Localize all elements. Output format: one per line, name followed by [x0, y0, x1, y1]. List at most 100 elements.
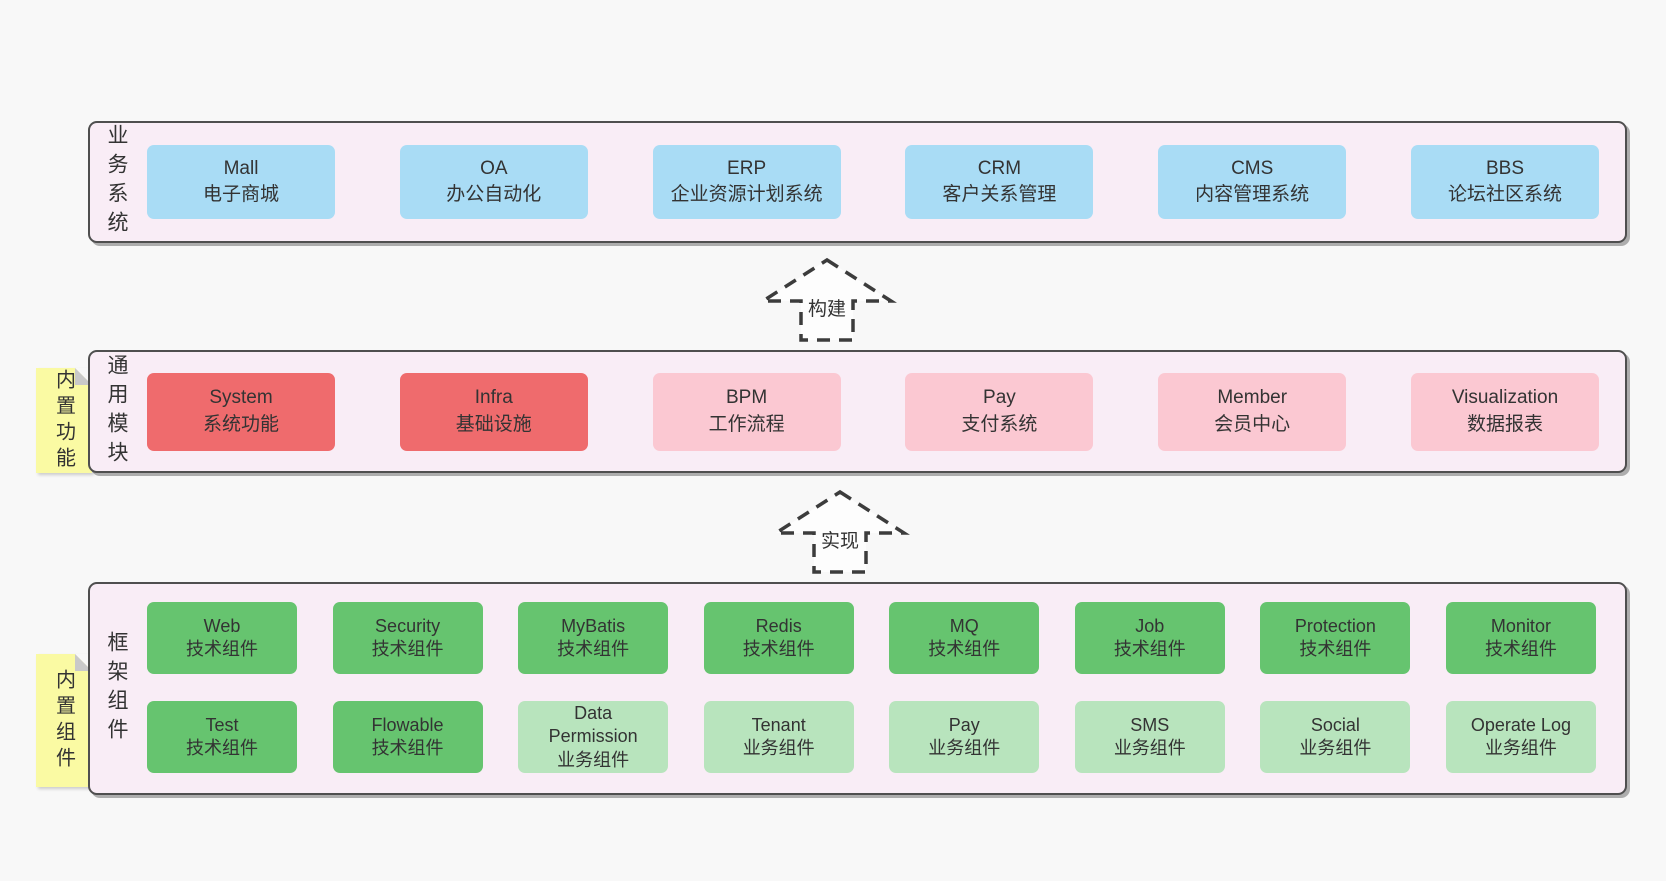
box-security: Security 技术组件 [332, 602, 483, 674]
box-subtitle: 基础设施 [455, 413, 532, 435]
box-subtitle: 技术组件 [1484, 639, 1557, 659]
box-pay-system: Pay 支付系统 [905, 372, 1094, 451]
arrow-build: 构建 [757, 256, 897, 344]
box-subtitle: 业务组件 [557, 749, 630, 770]
box-subtitle: 业务组件 [928, 738, 1001, 758]
box-visualization: Visualization 数据报表 [1410, 372, 1599, 451]
box-subtitle: 客户关系管理 [942, 184, 1057, 205]
box-social: Social 业务组件 [1260, 701, 1411, 773]
box-infra: Infra 基础设施 [399, 372, 588, 451]
box-sms: SMS 业务组件 [1074, 701, 1225, 773]
box-title: Mall [223, 157, 259, 179]
box-subtitle: 会员中心 [1214, 413, 1291, 435]
box-title: System [209, 387, 273, 409]
box-title: Pay [983, 387, 1016, 409]
box-subtitle: 论坛社区系统 [1447, 184, 1562, 205]
box-cms: CMS 内容管理系统 [1158, 145, 1347, 219]
box-title: Member [1217, 387, 1288, 409]
box-member: Member 会员中心 [1158, 372, 1347, 451]
box-title: Job [1135, 615, 1165, 636]
box-subtitle: 技术组件 [371, 738, 444, 758]
box-title: Web [203, 615, 241, 636]
box-redis: Redis 技术组件 [703, 602, 854, 674]
box-subtitle: 技术组件 [186, 639, 258, 659]
sticky-note-text: 内置组件 [52, 668, 75, 773]
box-subtitle: 技术组件 [1299, 639, 1372, 659]
box-subtitle: 技术组件 [928, 639, 1001, 659]
band-label-framework-components: 框架组件 [105, 630, 128, 747]
box-title: Protection [1294, 615, 1376, 636]
box-oa: OA 办公自动化 [399, 145, 588, 219]
box-title: MyBatis [561, 615, 626, 636]
box-title: CMS [1231, 157, 1274, 179]
box-subtitle: 支付系统 [961, 413, 1038, 435]
box-pay-component: Pay 业务组件 [889, 701, 1040, 773]
sticky-note-built-in-features: 内置功能 [36, 368, 92, 473]
box-title: Infra [474, 387, 513, 409]
box-subtitle: 业务组件 [1299, 738, 1372, 758]
arrow-implement-label: 实现 [817, 530, 863, 555]
band-framework-components: 框架组件 Web 技术组件 Security 技术组件 MyBatis 技术组件… [88, 582, 1627, 795]
box-bbs: BBS 论坛社区系统 [1410, 145, 1599, 219]
box-title: CRM [977, 157, 1022, 179]
box-title: Test [205, 714, 239, 735]
box-mybatis: MyBatis 技术组件 [518, 602, 669, 674]
box-system: System 系统功能 [147, 372, 335, 451]
box-title: SMS [1130, 714, 1170, 735]
framework-components-row-2: Test 技术组件 Flowable 技术组件 Data Permission … [147, 701, 1596, 773]
box-title: Pay [948, 714, 980, 735]
box-title: Security [375, 615, 441, 636]
arrow-build-label: 构建 [804, 298, 850, 323]
box-subtitle: 技术组件 [371, 639, 444, 659]
arrow-implement: 实现 [770, 488, 910, 576]
box-subtitle: 工作流程 [708, 413, 785, 435]
box-web: Web 技术组件 [147, 602, 297, 674]
box-title: Operate Log [1470, 714, 1571, 735]
box-title: OA [480, 157, 508, 179]
box-title: Visualization [1451, 387, 1559, 409]
box-mall: Mall 电子商城 [147, 145, 335, 219]
box-bpm: BPM 工作流程 [652, 372, 841, 451]
sticky-note-text: 内置功能 [52, 368, 75, 473]
common-modules-box-row: System 系统功能 Infra 基础设施 BPM 工作流程 Pay 支付系统… [147, 352, 1599, 471]
box-subtitle: 办公自动化 [446, 184, 542, 205]
box-title: Monitor [1490, 615, 1551, 636]
box-flowable: Flowable 技术组件 [332, 701, 483, 773]
band-label-business-systems: 业务系统 [105, 124, 128, 240]
box-title: BPM [726, 387, 768, 409]
box-subtitle: 技术组件 [742, 639, 815, 659]
box-subtitle: 技术组件 [186, 738, 258, 758]
box-monitor: Monitor 技术组件 [1445, 602, 1596, 674]
box-subtitle: 企业资源计划系统 [670, 184, 823, 205]
box-subtitle: 业务组件 [1484, 738, 1557, 758]
box-subtitle: 业务组件 [742, 738, 815, 758]
box-job: Job 技术组件 [1074, 602, 1225, 674]
box-subtitle: 数据报表 [1466, 413, 1543, 435]
box-crm: CRM 客户关系管理 [905, 145, 1094, 219]
box-tenant: Tenant 业务组件 [703, 701, 854, 773]
box-data-permission: Data Permission 业务组件 [518, 701, 669, 773]
box-title: Flowable [371, 714, 444, 735]
box-mq: MQ 技术组件 [889, 602, 1040, 674]
framework-components-row-1: Web 技术组件 Security 技术组件 MyBatis 技术组件 Redi… [147, 602, 1596, 674]
box-title: MQ [949, 615, 979, 636]
box-test: Test 技术组件 [147, 701, 297, 773]
box-protection: Protection 技术组件 [1260, 602, 1411, 674]
sticky-note-built-in-components: 内置组件 [36, 654, 92, 787]
box-operate-log: Operate Log 业务组件 [1445, 701, 1596, 773]
box-title: Social [1310, 714, 1360, 735]
box-title: BBS [1485, 157, 1524, 179]
business-systems-box-row: Mall 电子商城 OA 办公自动化 ERP 企业资源计划系统 CRM 客户关系… [147, 123, 1599, 241]
box-subtitle: 内容管理系统 [1195, 184, 1310, 205]
box-erp: ERP 企业资源计划系统 [652, 145, 841, 219]
box-subtitle: 电子商城 [202, 184, 279, 205]
box-title: ERP [727, 157, 767, 179]
band-business-systems: 业务系统 Mall 电子商城 OA 办公自动化 ERP 企业资源计划系统 CRM… [88, 121, 1627, 243]
box-subtitle: 技术组件 [1113, 639, 1186, 659]
framework-components-rows: Web 技术组件 Security 技术组件 MyBatis 技术组件 Redi… [147, 602, 1596, 773]
band-label-common-modules: 通用模块 [105, 353, 128, 470]
box-subtitle: 系统功能 [202, 413, 279, 435]
box-title: Redis [755, 615, 802, 636]
box-title: Data Permission [548, 703, 638, 747]
